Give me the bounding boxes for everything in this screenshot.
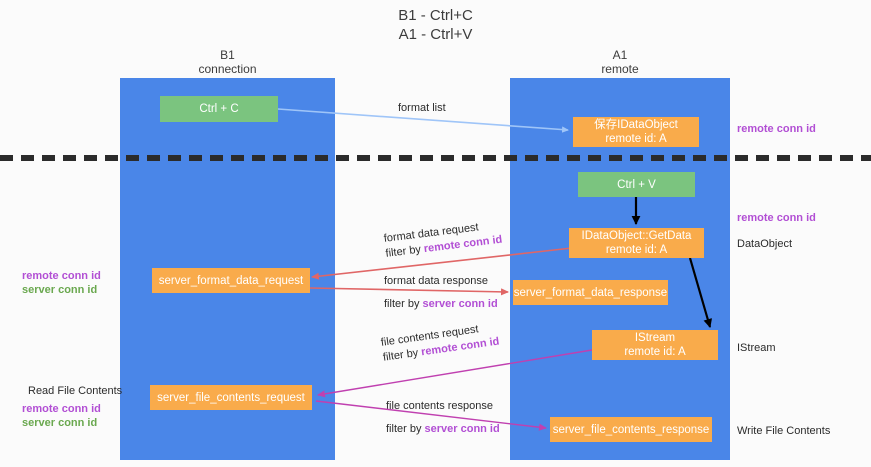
right-label-istream: IStream [737, 342, 776, 354]
column-header-a1-role: remote [601, 62, 639, 76]
edge-label-format-data-response-line1: format data response [384, 275, 488, 287]
left-label-remote-conn-id-2: remote conn id [22, 403, 101, 415]
right-label-remote-conn-id-mid: remote conn id [737, 212, 816, 224]
node-idataobject-getdata-line2: remote id: A [605, 244, 668, 256]
column-header-a1: A1 remote [510, 48, 730, 76]
right-label-dataobject: DataObject [737, 238, 793, 250]
node-ctrl-v[interactable]: Ctrl + V [578, 172, 695, 197]
page-title-line2: A1 - Ctrl+V [398, 26, 473, 43]
left-label-read-file-contents: Read File Contents [28, 385, 123, 397]
node-server-format-data-request[interactable]: server_format_data_request [152, 268, 310, 293]
edge-label-file-contents-request: file contents request filter by remote c… [380, 320, 500, 366]
key-server-conn-id: server conn id [422, 298, 498, 310]
edge-label-file-contents-response-line1: file contents response [386, 400, 494, 412]
right-label-remote-conn-id-top: remote conn id [737, 123, 816, 135]
edge-label-file-contents-response-line2: filter by server conn id [386, 423, 500, 435]
node-idataobject-getdata-line1: IDataObject::GetData [581, 230, 692, 242]
node-istream-line1: IStream [634, 332, 676, 344]
node-ctrl-v-label: Ctrl + V [617, 178, 656, 191]
column-header-b1-role: connection [198, 62, 257, 76]
node-server-format-data-response[interactable]: server_format_data_response [513, 280, 668, 305]
column-header-b1-name: B1 [220, 48, 235, 62]
node-istream[interactable]: IStream remote id: A [592, 330, 718, 360]
node-server-format-data-response-label: server_format_data_response [513, 286, 668, 299]
node-ctrl-c[interactable]: Ctrl + C [160, 96, 278, 122]
node-server-file-contents-response-label: server_file_contents_response [552, 423, 710, 436]
column-header-a1-name: A1 [612, 48, 628, 62]
phase-divider-dashed-line [0, 155, 871, 161]
node-server-file-contents-response[interactable]: server_file_contents_response [550, 417, 712, 442]
node-server-file-contents-request[interactable]: server_file_contents_request [150, 385, 312, 410]
node-idataobject-store-line1: 保存IDataObject [594, 119, 678, 131]
node-server-file-contents-request-label: server_file_contents_request [157, 391, 305, 404]
node-ctrl-c-label: Ctrl + C [199, 103, 239, 115]
right-label-write-file-contents: Write File Contents [737, 425, 831, 437]
left-label-remote-conn-id: remote conn id [22, 270, 101, 282]
node-server-format-data-request-label: server_format_data_request [158, 274, 304, 287]
column-header-b1: B1 connection [120, 48, 335, 76]
page-title-line1: B1 - Ctrl+C [398, 7, 473, 24]
edge-label-format-data-request: format data request filter by remote con… [383, 218, 503, 262]
page-title: B1 - Ctrl+C A1 - Ctrl+V [0, 6, 871, 44]
node-idataobject-getdata[interactable]: IDataObject::GetData remote id: A [569, 228, 704, 258]
node-idataobject-store[interactable]: 保存IDataObject remote id: A [573, 117, 699, 147]
node-istream-line2: remote id: A [624, 346, 686, 358]
left-label-server-conn-id: server conn id [22, 284, 98, 296]
edge-label-file-contents-response: file contents response filter by server … [386, 399, 500, 437]
key-server-conn-id-2: server conn id [424, 423, 500, 435]
edge-label-format-data-response-line2: filter by server conn id [384, 298, 498, 310]
node-idataobject-store-line2: remote id: A [605, 133, 667, 145]
edge-label-format-data-response: format data response filter by server co… [384, 274, 498, 312]
left-label-server-conn-id-2: server conn id [22, 417, 98, 429]
edge-label-format-list: format list [398, 102, 446, 114]
